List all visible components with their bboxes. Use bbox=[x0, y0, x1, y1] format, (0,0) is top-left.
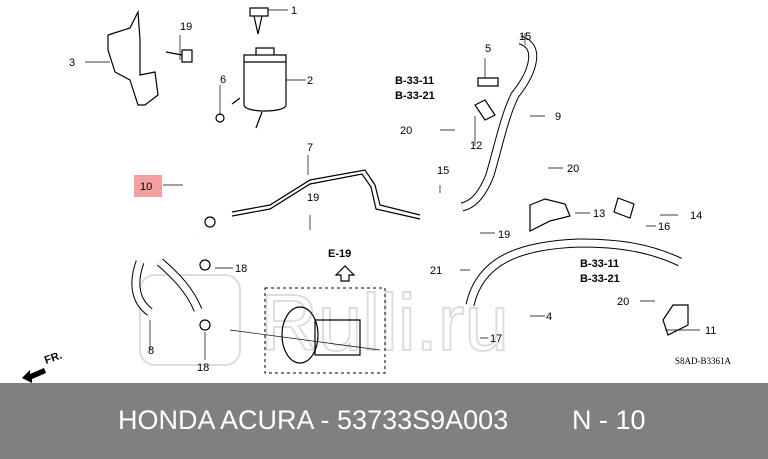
callout-12[interactable]: 12 bbox=[470, 140, 482, 152]
clamp-6[interactable] bbox=[215, 113, 225, 123]
callout-6[interactable]: 6 bbox=[220, 74, 226, 86]
callout-19-a[interactable]: 19 bbox=[180, 21, 192, 33]
sensor-14[interactable] bbox=[613, 197, 635, 219]
callout-10[interactable]: 10 bbox=[140, 181, 152, 193]
callout-20-b[interactable]: 20 bbox=[567, 163, 579, 175]
ref-compressor[interactable]: E-19 bbox=[328, 248, 351, 260]
callout-14[interactable]: 14 bbox=[690, 210, 702, 222]
leader-lines bbox=[85, 9, 700, 360]
bracket-12[interactable] bbox=[474, 99, 496, 121]
callout-19-b[interactable]: 19 bbox=[307, 192, 319, 204]
clamp-15[interactable] bbox=[204, 216, 216, 228]
footer-bar: HONDA ACURA - 53733S9A003 N - 10 bbox=[0, 383, 768, 459]
callout-15-top[interactable]: 15 bbox=[519, 31, 531, 43]
clamp-18[interactable] bbox=[199, 259, 211, 271]
reservoir-2[interactable] bbox=[243, 47, 287, 112]
ref-top-1[interactable]: B-33-11 bbox=[395, 75, 434, 87]
ref-top-2[interactable]: B-33-21 bbox=[395, 90, 435, 102]
fitting-5[interactable] bbox=[477, 77, 499, 87]
hose-4[interactable] bbox=[466, 239, 682, 306]
watermark: Rulli.ru bbox=[139, 274, 510, 368]
pipe-7[interactable] bbox=[231, 169, 421, 220]
bolt-19-top[interactable] bbox=[165, 49, 193, 63]
callout-9[interactable]: 9 bbox=[555, 111, 561, 123]
highlight-box-10 bbox=[134, 175, 162, 197]
direction-label: FR. bbox=[43, 349, 64, 366]
compressor-box bbox=[264, 287, 386, 374]
callout-20-c[interactable]: 20 bbox=[617, 296, 629, 308]
hose-8[interactable] bbox=[132, 259, 202, 315]
callout-20-a[interactable]: 20 bbox=[400, 125, 412, 137]
part-number-text: HONDA ACURA - 53733S9A003 bbox=[118, 405, 509, 435]
diagram-code: S8AD-B3361A bbox=[675, 356, 732, 366]
ref-right-1[interactable]: B-33-11 bbox=[580, 258, 619, 270]
callout-15-mid[interactable]: 15 bbox=[437, 165, 449, 177]
callout-17[interactable]: 17 bbox=[490, 333, 502, 345]
callout-18-b[interactable]: 18 bbox=[197, 362, 209, 374]
callout-3[interactable]: 3 bbox=[69, 57, 75, 69]
svg-text:Rulli.ru: Rulli.ru bbox=[260, 278, 509, 367]
up-arrow-icon bbox=[334, 265, 356, 282]
compressor-pump[interactable] bbox=[281, 306, 319, 364]
diagram-canvas: Rulli.ru bbox=[22, 5, 732, 383]
callout-7[interactable]: 7 bbox=[307, 142, 313, 154]
cap-1[interactable] bbox=[249, 7, 269, 35]
callout-13[interactable]: 13 bbox=[593, 208, 605, 220]
callout-4[interactable]: 4 bbox=[546, 311, 552, 323]
callout-1[interactable]: 1 bbox=[291, 5, 297, 17]
bracket-13[interactable] bbox=[529, 198, 571, 232]
hose-9[interactable] bbox=[461, 36, 537, 211]
clamp-18b[interactable] bbox=[199, 319, 211, 331]
callout-2[interactable]: 2 bbox=[307, 75, 313, 87]
callout-5[interactable]: 5 bbox=[485, 43, 491, 55]
callout-16[interactable]: 16 bbox=[658, 221, 670, 233]
callout-8[interactable]: 8 bbox=[148, 345, 154, 357]
bracket-11[interactable] bbox=[662, 304, 689, 336]
callout-11[interactable]: 11 bbox=[705, 325, 716, 337]
diagram-ref-text: N - 10 bbox=[572, 405, 646, 435]
callout-18-a[interactable]: 18 bbox=[235, 263, 247, 275]
bracket-3[interactable] bbox=[107, 9, 159, 106]
ref-right-2[interactable]: B-33-21 bbox=[580, 273, 620, 285]
callout-19-c[interactable]: 19 bbox=[498, 229, 510, 241]
callout-21[interactable]: 21 bbox=[430, 265, 442, 277]
front-arrow-icon bbox=[22, 368, 46, 383]
